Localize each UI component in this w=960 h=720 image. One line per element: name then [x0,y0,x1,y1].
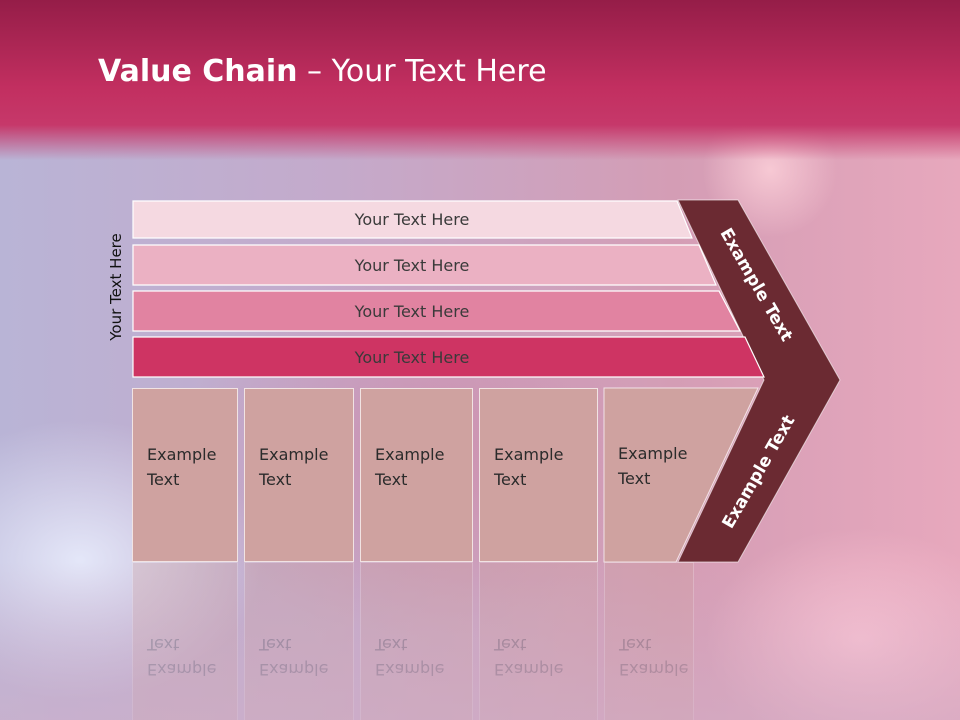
slide-title: Value Chain – Your Text Here [98,54,547,89]
row-1-label: Your Text Here [354,209,470,229]
title-rest: – Your Text Here [297,54,547,89]
activity-box-3: Example Text [360,388,473,562]
row-2-shape [132,244,717,286]
row-3-label: Your Text Here [354,301,470,321]
activity-box-4: Example Text [479,388,598,562]
box-3-line-1: Example [375,445,445,464]
row-1: Your Text Here [132,200,692,238]
box-4-line-2: Text [494,470,527,489]
box-1-line-2: Text [147,470,180,489]
box-4-line-1: Example [494,445,564,464]
title-bold: Value Chain [98,54,298,89]
box-3-line-2: Text [375,470,408,489]
activity-box-5: Example Text [604,388,694,562]
box-2-line-2: Text [259,470,292,489]
row-2: Your Text Here [132,246,692,284]
box-5-line-2: Text [618,469,651,488]
row-4: Your Text Here [132,338,692,376]
activity-box-1: Example Text [132,388,238,562]
box-2-line-1: Example [259,445,329,464]
row-2-label: Your Text Here [354,255,470,275]
activity-box-2: Example Text [244,388,354,562]
row-4-shape [132,336,765,378]
row-3-shape [132,290,741,332]
row-4-label: Your Text Here [354,347,470,367]
row-1-shape [132,200,693,239]
box-1-line-1: Example [147,445,217,464]
row-3: Your Text Here [132,292,692,330]
title-band [0,0,960,160]
box-5-line-1: Example [618,444,688,463]
